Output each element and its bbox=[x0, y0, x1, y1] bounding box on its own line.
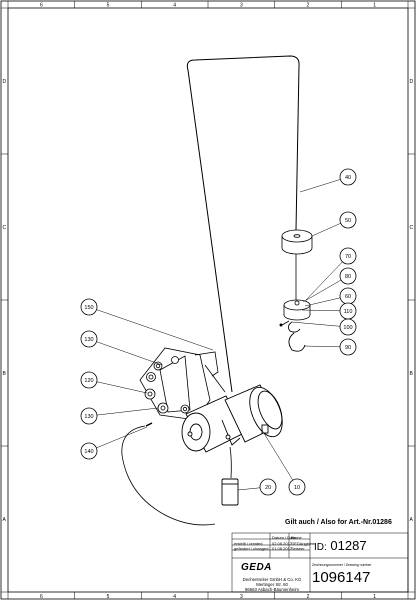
zone-number-top: 6 bbox=[40, 3, 43, 9]
callout-150: 150 bbox=[80, 298, 98, 316]
leader-lines bbox=[88, 176, 349, 491]
zone-number-bottom: 4 bbox=[173, 594, 176, 600]
callout-label: 20 bbox=[265, 485, 271, 491]
zone-number-bottom: 1 bbox=[373, 594, 376, 600]
roller-part-120 bbox=[144, 361, 163, 400]
company-city: 86663 Asbach-Bäumenheim bbox=[245, 587, 299, 592]
part-callouts: 40 50 70 80 60 110 100 90 150 130 120 130 140 20 10 bbox=[80, 168, 357, 496]
hook-weight-part-60 bbox=[283, 299, 311, 321]
callout-label: 40 bbox=[345, 175, 351, 181]
hook-part-90 bbox=[279, 320, 306, 352]
power-cable bbox=[121, 425, 216, 526]
callout-label: 120 bbox=[84, 378, 93, 384]
stop-weight-part-50 bbox=[281, 229, 313, 255]
callout-110: 110 bbox=[339, 302, 357, 320]
callout-label: 10 bbox=[294, 485, 300, 491]
callout-label: 130 bbox=[84, 337, 93, 343]
cable-plug bbox=[145, 422, 153, 427]
changed-date: 01.08.2017 bbox=[272, 546, 293, 551]
id-value: 01287 bbox=[330, 538, 367, 553]
created-date: 02.08.2017 bbox=[272, 540, 293, 546]
company-street: Mertinger Str. 60 bbox=[256, 582, 288, 587]
callout-label: 50 bbox=[345, 218, 351, 224]
motor-part-10 bbox=[221, 384, 283, 446]
zone-letter-right: A bbox=[410, 517, 414, 523]
company-name: Dechentreiter GmbH & Co. KG bbox=[242, 577, 302, 582]
zone-number-top: 4 bbox=[173, 3, 176, 9]
company-logo: GEDA bbox=[241, 562, 272, 573]
created-name: GEDAngeleer bbox=[291, 540, 316, 546]
zone-number-top: 2 bbox=[307, 3, 310, 9]
callout-label: 90 bbox=[345, 345, 351, 351]
callout-10: 10 bbox=[288, 478, 306, 496]
created-label: erstellt / created bbox=[234, 540, 263, 546]
callout-label: 130 bbox=[84, 414, 93, 420]
callout-130: 130 bbox=[80, 330, 98, 348]
callout-label: 110 bbox=[344, 309, 353, 315]
callout-140: 140 bbox=[80, 442, 98, 460]
drawing-number-label: Zeichnungsnummer / Drawing number bbox=[312, 563, 372, 567]
company-address: Dechentreiter GmbH & Co. KG Mertinger St… bbox=[236, 577, 308, 592]
zone-number-top: 1 bbox=[373, 3, 376, 9]
id-field: ID: 01287 bbox=[314, 538, 367, 553]
callout-80: 80 bbox=[339, 267, 357, 285]
callout-70: 70 bbox=[339, 247, 357, 265]
callout-20: 20 bbox=[259, 478, 277, 496]
date-column-header: Datum / Date bbox=[272, 535, 296, 540]
zone-number-bottom: 5 bbox=[107, 594, 110, 600]
zone-letter-left: B bbox=[3, 371, 7, 377]
id-label: ID: bbox=[314, 542, 327, 553]
callout-130: 130 bbox=[80, 407, 98, 425]
zone-number-bottom: 6 bbox=[40, 594, 43, 600]
zone-letter-left: C bbox=[3, 225, 7, 231]
zone-number-top: 5 bbox=[107, 3, 110, 9]
pendant-cable bbox=[229, 446, 232, 479]
roller-part-130 bbox=[157, 356, 190, 414]
zone-number-top: 3 bbox=[240, 3, 243, 9]
callout-120: 120 bbox=[80, 371, 98, 389]
title-block-grid bbox=[231, 532, 409, 593]
zone-letter-left: A bbox=[3, 517, 7, 523]
drawing-number: 1096147 bbox=[312, 569, 371, 586]
callout-label: 150 bbox=[84, 305, 93, 311]
callout-label: 100 bbox=[343, 325, 352, 331]
callout-label: 80 bbox=[345, 274, 351, 280]
zone-number-bottom: 3 bbox=[240, 594, 243, 600]
applicability-note: Gilt auch / Also for Art.-Nr.01286 bbox=[285, 519, 392, 526]
title-block: Datum / Date Name erstellt / created 02.… bbox=[232, 533, 412, 596]
zone-letter-right: B bbox=[410, 371, 414, 377]
callout-50: 50 bbox=[339, 211, 357, 229]
callout-60: 60 bbox=[339, 287, 357, 305]
zone-letter-left: D bbox=[3, 79, 7, 85]
changed-label: geändert / changed bbox=[234, 546, 269, 551]
zone-number-bottom: 2 bbox=[307, 594, 310, 600]
pendant-switch-part-20 bbox=[221, 478, 239, 506]
callout-40: 40 bbox=[339, 168, 357, 186]
callout-label: 70 bbox=[345, 254, 351, 260]
name-column-header: Name bbox=[291, 535, 302, 540]
callout-label: 140 bbox=[84, 449, 93, 455]
zone-letter-right: C bbox=[410, 225, 414, 231]
zone-letter-right: D bbox=[410, 79, 414, 85]
callout-label: 60 bbox=[345, 294, 351, 300]
callout-100: 100 bbox=[339, 318, 357, 336]
callout-90: 90 bbox=[339, 338, 357, 356]
changed-name: Seiseer bbox=[291, 546, 305, 551]
rope bbox=[186, 55, 300, 393]
